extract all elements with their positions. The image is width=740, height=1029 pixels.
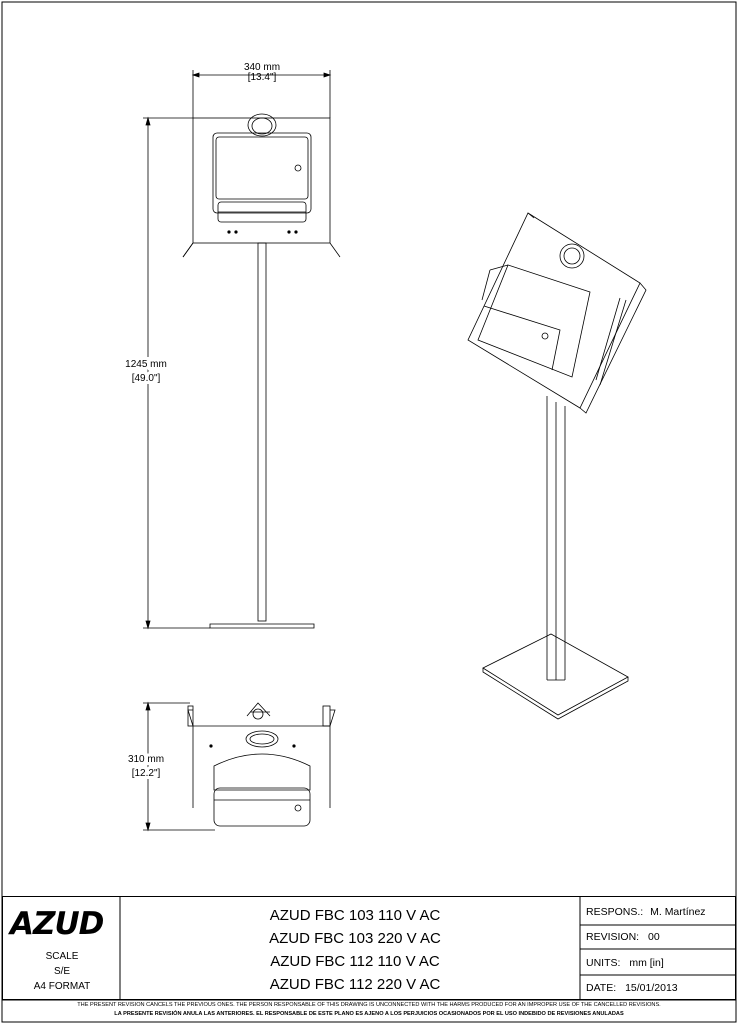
depth-mm-label: 310 mm [128,754,164,765]
model-item: AZUD FBC 112 110 V AC [270,953,440,970]
scale-label: SCALE [45,951,79,962]
respons-value: M. Martínez [650,906,706,918]
width-mm-label: 340 mm [244,62,280,73]
revision-label: REVISION: [586,931,640,943]
model-item: AZUD FBC 103 110 V AC [269,907,441,924]
height-in-label: [49.0"] [132,373,161,384]
format-label: A4 FORMAT [33,981,91,992]
date-row: DATE: 15/01/2013 [586,982,678,994]
isometric-view [467,212,647,720]
revision-disclaimer: THE PRESENT REVISION CANCELS THE PREVIOU… [2,1001,736,1019]
units-row: UNITS: mm [in] [586,957,664,969]
disclaimer-en: THE PRESENT REVISION CANCELS THE PREVIOU… [77,1002,661,1008]
date-label: DATE: [586,982,617,994]
respons-row: RESPONS.: M. Martínez [586,906,706,918]
scale-value: S/E [53,966,71,977]
units-label: UNITS: [586,957,621,969]
scale-info: SCALE S/E A4 FORMAT [10,949,114,994]
disclaimer-es: LA PRESENTE REVISIÓN ANULA LAS ANTERIORE… [114,1011,624,1017]
depth-in-label: [12.2"] [132,768,161,779]
top-view [143,701,336,832]
date-value: 15/01/2013 [625,982,678,994]
revision-value: 00 [648,931,660,943]
width-in-label: [13.4"] [248,72,277,83]
model-list: AZUD FBC 103 110 V AC AZUD FBC 103 220 V… [210,904,500,996]
respons-label: RESPONS.: [586,906,644,918]
height-mm-label: 1245 mm [125,359,167,370]
model-item: AZUD FBC 103 220 V AC [269,930,441,947]
units-value: mm [in] [629,957,664,969]
front-view [143,70,341,630]
azud-logo: AZUD [10,906,104,942]
revision-row: REVISION: 00 [586,931,660,943]
model-item: AZUD FBC 112 220 V AC [269,976,441,993]
